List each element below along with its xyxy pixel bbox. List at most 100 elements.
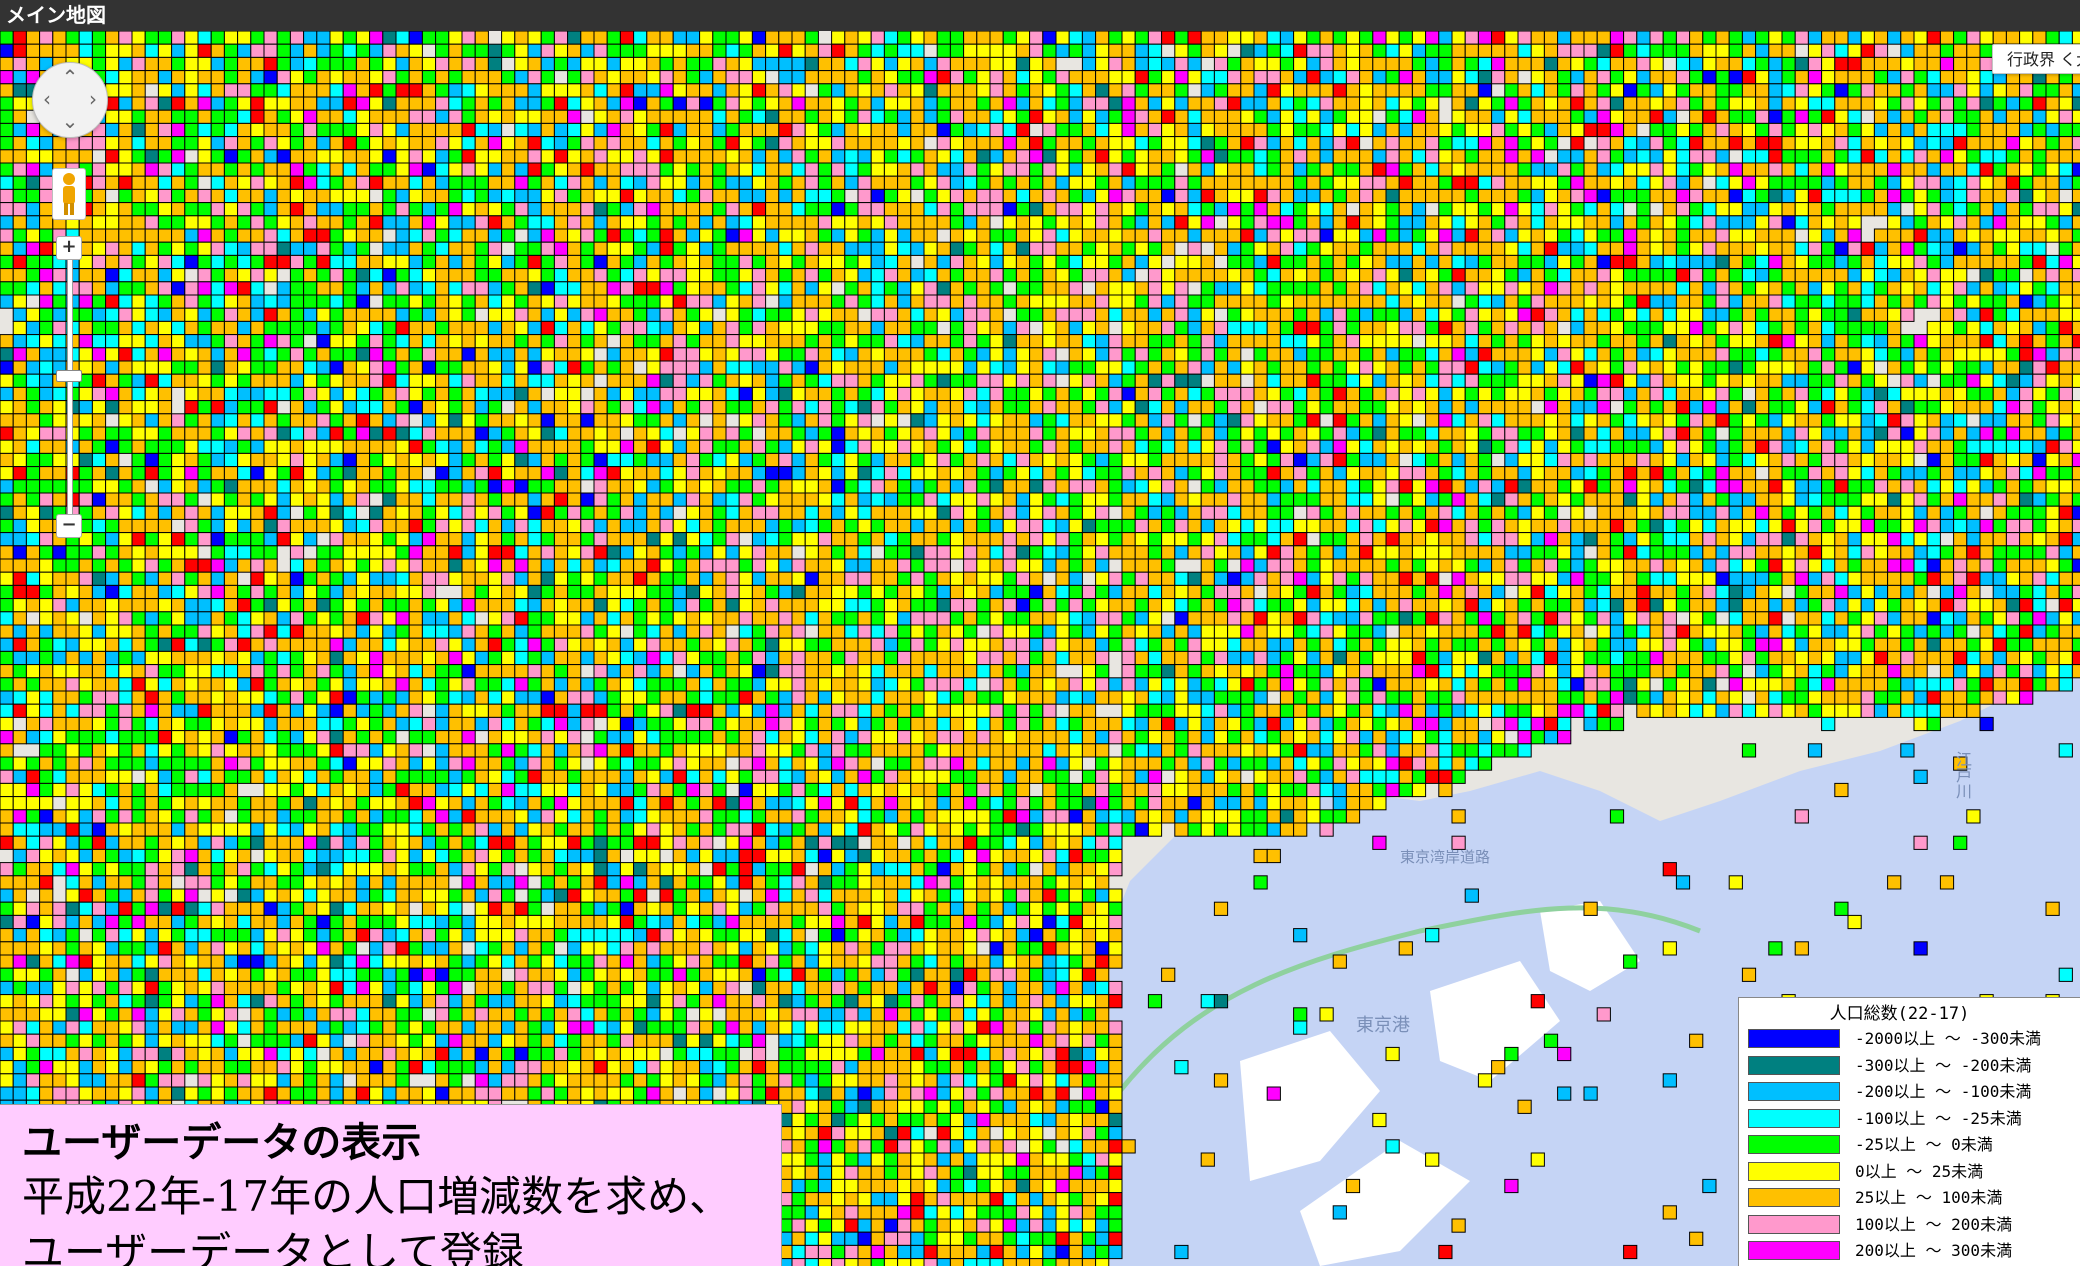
mesh-cell [1372, 215, 1387, 230]
mesh-cell [1834, 439, 1849, 454]
mesh-cell [593, 241, 608, 256]
mesh-cell [567, 175, 582, 190]
mesh-cell [329, 70, 344, 85]
mesh-cell [144, 136, 159, 151]
mesh-cell [369, 452, 384, 468]
mesh-cell [804, 413, 819, 428]
mesh-cell [646, 149, 661, 164]
mesh-cell [2032, 413, 2047, 428]
mesh-cell [791, 360, 806, 375]
mesh-cell [1873, 96, 1889, 111]
mesh-cell [1411, 188, 1427, 204]
mesh-cell [342, 439, 357, 454]
mesh-cell [765, 413, 780, 428]
mesh-cell [276, 426, 291, 441]
mesh-cell [105, 43, 120, 58]
mesh-cell [39, 268, 54, 283]
mesh-cell [171, 320, 186, 336]
mesh-cell [289, 268, 305, 283]
mesh-cell [976, 162, 991, 177]
mesh-cell [65, 31, 80, 45]
mesh-cell [804, 373, 819, 388]
mesh-cell [12, 386, 27, 402]
mesh-cell [1992, 83, 2007, 98]
mesh-cell [329, 373, 344, 388]
mesh-cell [1979, 136, 1994, 151]
mesh-cell [1992, 241, 2007, 256]
mesh-cell [1002, 334, 1017, 349]
mesh-cell [1900, 228, 1915, 243]
mesh-cell [210, 83, 225, 98]
mesh-cell [1807, 215, 1823, 230]
mesh-cell [778, 136, 793, 151]
mesh-cell [685, 162, 701, 177]
mesh-cell [1939, 426, 1955, 441]
mesh-cell [1583, 426, 1598, 441]
mesh-cell [461, 413, 476, 428]
mesh-cell [514, 149, 529, 164]
mesh-cell [250, 400, 265, 415]
mesh-cell [1385, 241, 1400, 256]
mesh-cell [580, 43, 595, 58]
mesh-cell [1055, 122, 1070, 138]
mesh-cell [1979, 307, 1994, 322]
mesh-cell [210, 254, 225, 270]
mesh-cell [1002, 43, 1017, 58]
main-map[interactable]: 東京港 東京湾岸道路 江戸川 行政界 く大 ⌃ ⌄ ‹ › + − ユーザーデー… [0, 31, 2080, 1266]
mesh-cell [1319, 347, 1334, 362]
mesh-cell [870, 320, 885, 336]
mesh-cell [1491, 149, 1506, 164]
mesh-cell [606, 400, 621, 415]
mesh-cell [751, 228, 767, 243]
mesh-cell [1702, 228, 1717, 243]
mesh-cell [1240, 426, 1255, 441]
mesh-cell [1002, 400, 1017, 415]
mesh-cell [171, 347, 186, 362]
mesh-cell [606, 320, 621, 336]
mesh-cell [1649, 386, 1664, 402]
mesh-cell [910, 400, 925, 415]
mesh-cell [1926, 347, 1941, 362]
mesh-cell [1266, 83, 1281, 98]
mesh-cell [1873, 426, 1889, 441]
mesh-cell [910, 268, 925, 283]
mesh-cell [1253, 413, 1268, 428]
mesh-cell [408, 162, 423, 177]
mesh-cell [963, 294, 978, 309]
mesh-cell [936, 400, 951, 415]
mesh-cell [580, 96, 595, 111]
mesh-cell [1385, 149, 1400, 164]
mesh-cell [1768, 31, 1783, 45]
mesh-cell [778, 202, 793, 217]
mesh-cell [1451, 413, 1466, 428]
mesh-cell [1068, 413, 1083, 428]
mesh-cell [923, 56, 938, 72]
mesh-cell [1002, 386, 1017, 402]
mesh-cell [1161, 426, 1176, 441]
mesh-cell [1662, 43, 1677, 58]
mesh-cell [263, 109, 278, 124]
mesh-cell [910, 373, 925, 388]
mesh-cell [1609, 320, 1625, 336]
mesh-cell [2032, 188, 2047, 204]
mesh-cell [1253, 149, 1268, 164]
mesh-cell [1451, 175, 1466, 190]
mesh-cell [817, 347, 833, 362]
mesh-cell [2071, 320, 2080, 336]
mesh-cell [1438, 307, 1453, 322]
mesh-cell [699, 268, 714, 283]
mesh-cell [316, 254, 331, 270]
mesh-cell [1675, 400, 1691, 415]
mesh-cell [501, 320, 516, 336]
mesh-cell [1755, 136, 1770, 151]
mesh-cell [606, 162, 621, 177]
mesh-cell [646, 228, 661, 243]
mesh-cell [1543, 202, 1559, 217]
mesh-cell [1425, 268, 1440, 283]
mesh-cell [1279, 122, 1295, 138]
mesh-cell [1821, 70, 1836, 85]
mesh-cell [1768, 347, 1783, 362]
mesh-cell [1873, 43, 1889, 58]
mesh-cell [580, 56, 595, 72]
mesh-cell [395, 202, 410, 217]
